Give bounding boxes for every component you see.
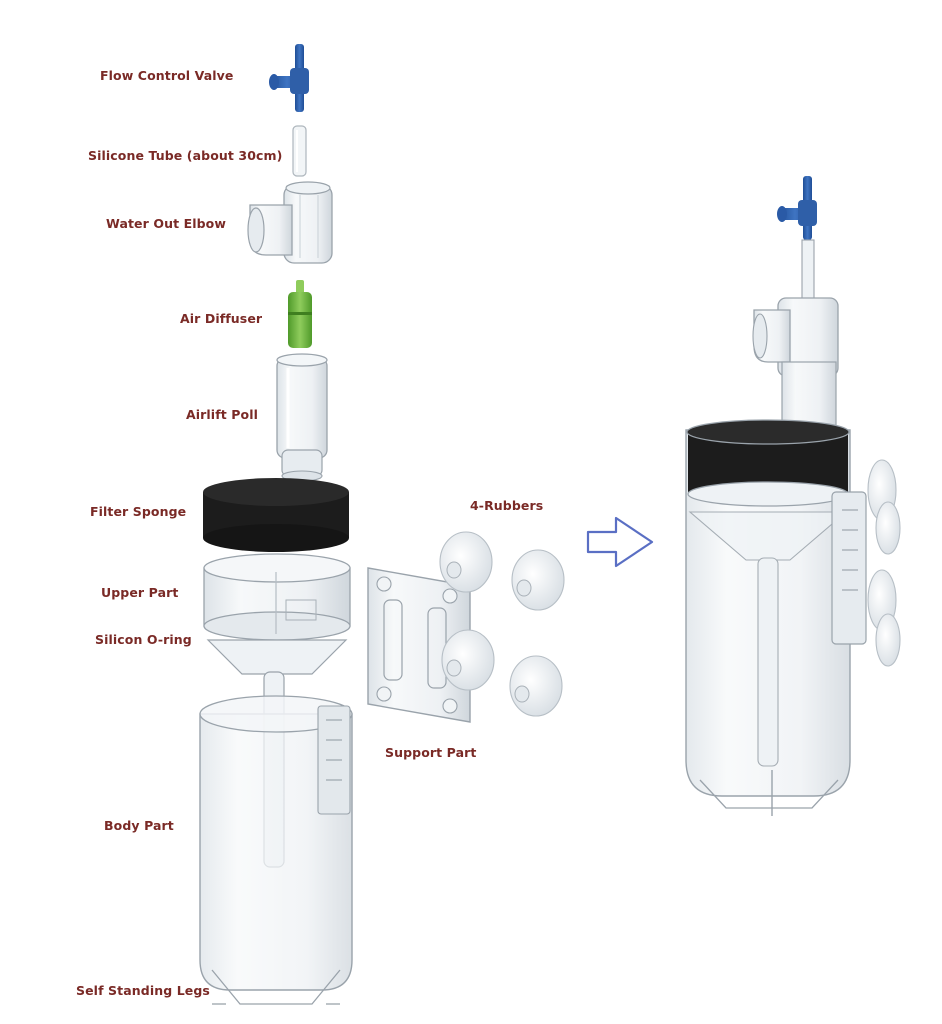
- support-part-component: [367, 567, 471, 723]
- suction-cup-3: [441, 629, 495, 691]
- label-filter-sponge: Filter Sponge: [90, 504, 187, 519]
- air-diffuser-part: [288, 280, 312, 348]
- label-airlift-poll: Airlift Poll: [186, 407, 258, 422]
- label-silicone-tube: Silicone Tube (about 30cm): [88, 148, 283, 163]
- suction-cup-2: [511, 549, 565, 611]
- label-water-out-elbow: Water Out Elbow: [106, 216, 227, 231]
- outline-arrow-right-icon: [586, 516, 654, 568]
- label-support-part: Support Part: [385, 745, 477, 760]
- label-rubbers: 4-Rubbers: [470, 498, 544, 513]
- filter-sponge-part: [203, 478, 349, 552]
- airlift-poll-part: [276, 353, 328, 482]
- flow-control-valve-part: [269, 44, 309, 112]
- silicone-tube-part: [292, 125, 307, 177]
- suction-cup-1: [439, 531, 493, 593]
- suction-cup-4: [509, 655, 563, 717]
- body-part-component: [199, 695, 353, 1005]
- assembled-filter-view: [685, 176, 901, 816]
- label-self-standing-legs: Self Standing Legs: [76, 983, 210, 998]
- label-upper-part: Upper Part: [101, 585, 179, 600]
- suction-cups-group: [439, 531, 565, 717]
- label-air-diffuser: Air Diffuser: [180, 311, 263, 326]
- label-silicon-oring: Silicon O-ring: [95, 632, 192, 647]
- label-body-part: Body Part: [104, 818, 174, 833]
- water-out-elbow-part: [247, 181, 333, 264]
- label-flow-control-valve: Flow Control Valve: [100, 68, 234, 83]
